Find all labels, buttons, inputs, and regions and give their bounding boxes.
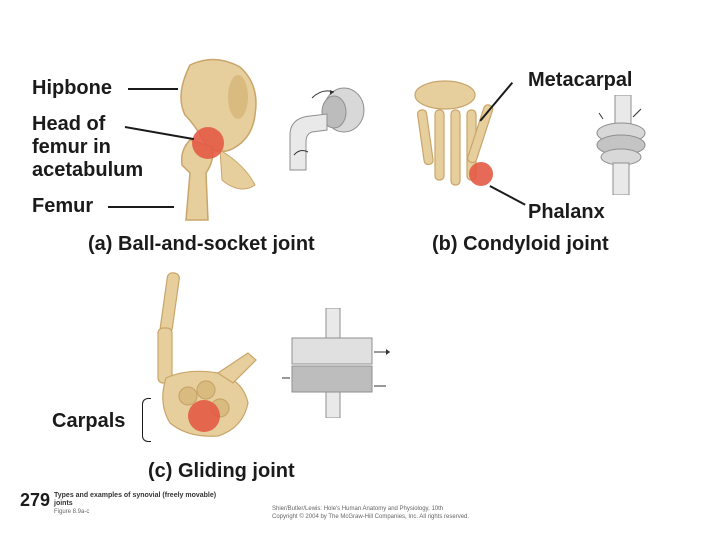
figure-reference: Figure 8.9a-c: [54, 509, 90, 515]
hip-joint-illustration: [180, 58, 257, 221]
caption-condyloid: (b) Condyloid joint: [432, 233, 609, 255]
leader-hipbone: [128, 88, 178, 90]
label-phalanx: Phalanx: [528, 201, 605, 223]
gliding-model-icon: [282, 308, 390, 418]
slide-number: 279: [20, 490, 51, 510]
ball-socket-model-icon: [289, 87, 365, 171]
carpals-bracket: [142, 398, 151, 442]
hand-illustration: [414, 80, 494, 186]
label-head-of-femur-3: acetabulum: [32, 159, 144, 181]
wrist-illustration: [157, 272, 257, 437]
figure-title-line1: Types and examples of synovial (freely m…: [54, 492, 217, 499]
label-hipbone: Hipbone: [32, 77, 112, 99]
credit-line2: Copyright © 2004 by The McGraw-Hill Comp…: [272, 514, 470, 520]
credit-line1: Shier/Butler/Lewis: Hole's Human Anatomy…: [272, 506, 444, 512]
label-head-of-femur-1: Head of: [32, 113, 106, 135]
label-femur: Femur: [32, 195, 94, 217]
femur-head-highlight: [192, 127, 224, 159]
figure-title-line2: joints: [54, 500, 73, 507]
leader-femur: [108, 206, 174, 208]
condyloid-model-icon: [596, 95, 646, 195]
caption-gliding: (c) Gliding joint: [148, 460, 295, 482]
label-metacarpal: Metacarpal: [528, 69, 633, 91]
carpals-highlight: [188, 400, 220, 432]
label-head-of-femur-2: femur in: [32, 136, 111, 158]
caption-ball-and-socket: (a) Ball-and-socket joint: [88, 233, 315, 255]
label-carpals: Carpals: [52, 410, 126, 432]
condyloid-joint-highlight: [469, 162, 493, 186]
